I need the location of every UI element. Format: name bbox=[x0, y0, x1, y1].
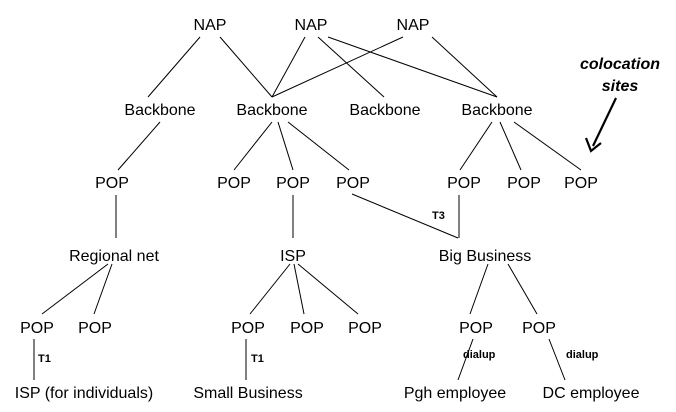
edge-isp-popi3 bbox=[297, 263, 359, 315]
node-labels: NAP NAP NAP Backbone Backbone Backbone B… bbox=[15, 17, 640, 402]
node-pop-r1: POP bbox=[20, 320, 54, 337]
annotation-line-1: colocation bbox=[580, 56, 660, 73]
node-backbone-2: Backbone bbox=[236, 102, 307, 119]
colocation-arrow bbox=[584, 97, 617, 153]
node-pgh-employee: Pgh employee bbox=[404, 385, 506, 402]
link-label-t3: T3 bbox=[432, 210, 445, 222]
node-pop-bb2: POP bbox=[522, 320, 556, 337]
node-backbone-4: Backbone bbox=[461, 102, 532, 119]
node-pop-r2: POP bbox=[78, 320, 112, 337]
link-label-t1-left: T1 bbox=[38, 353, 51, 365]
edge-popbb2-dc bbox=[548, 338, 566, 381]
edge-isp-popi2 bbox=[293, 263, 305, 315]
edge-popbb1-pgh bbox=[457, 338, 474, 381]
node-isp-individuals: ISP (for individuals) bbox=[15, 385, 153, 402]
node-pop-b3: POP bbox=[336, 175, 370, 192]
node-pop-b2: POP bbox=[276, 175, 310, 192]
edge-isp-popi1 bbox=[249, 263, 291, 315]
node-nap-1: NAP bbox=[194, 17, 227, 34]
edge-nap2-backbone3 bbox=[317, 36, 385, 98]
node-small-business: Small Business bbox=[193, 385, 302, 402]
node-nap-2: NAP bbox=[295, 17, 328, 34]
link-labels: T3 T1 T1 dialup dialup bbox=[38, 210, 599, 365]
edge-bigbusiness-popbb1 bbox=[469, 263, 489, 315]
edge-backbone2-popb3 bbox=[287, 121, 350, 171]
edge-nap1-backbone2 bbox=[219, 36, 273, 98]
node-pop-i1: POP bbox=[231, 320, 265, 337]
edges bbox=[33, 36, 582, 381]
annotation-line-2: sites bbox=[602, 78, 639, 95]
node-pop-bb1: POP bbox=[459, 320, 493, 337]
node-pop-d3: POP bbox=[564, 175, 598, 192]
edge-nap2-backbone4 bbox=[327, 36, 498, 98]
node-pop-d1: POP bbox=[447, 175, 481, 192]
node-big-business: Big Business bbox=[439, 248, 532, 265]
node-pop-b1: POP bbox=[217, 175, 251, 192]
edge-bigbusiness-popbb2 bbox=[507, 263, 538, 315]
node-nap-3: NAP bbox=[397, 17, 430, 34]
edge-popb3-bigbusiness bbox=[351, 193, 459, 239]
edge-backbone4-popd2 bbox=[499, 121, 522, 171]
edge-backbone4-popd3 bbox=[513, 121, 582, 171]
edge-regional-popr2 bbox=[93, 263, 113, 315]
node-regional-net: Regional net bbox=[69, 248, 159, 265]
edge-backbone2-popb1 bbox=[233, 121, 273, 171]
node-pop-i3: POP bbox=[348, 320, 382, 337]
edge-nap2-backbone2 bbox=[271, 36, 306, 98]
node-isp: ISP bbox=[280, 248, 306, 265]
edge-regional-popr1 bbox=[41, 263, 109, 315]
edge-backbone2-popb2 bbox=[277, 121, 294, 171]
link-label-dialup-right: dialup bbox=[566, 349, 599, 361]
link-label-dialup-left: dialup bbox=[463, 349, 496, 361]
node-backbone-3: Backbone bbox=[349, 102, 420, 119]
colocation-annotation: colocation sites bbox=[580, 56, 660, 95]
edge-backbone4-popd1 bbox=[459, 121, 493, 171]
node-pop-i2: POP bbox=[290, 320, 324, 337]
link-label-t1-middle: T1 bbox=[251, 353, 264, 365]
edge-nap3-backbone4 bbox=[431, 36, 498, 98]
node-backbone-1: Backbone bbox=[124, 102, 195, 119]
edge-backbone1-popa bbox=[117, 121, 161, 171]
edge-nap3-backbone2 bbox=[271, 36, 404, 98]
edge-nap1-backbone1 bbox=[147, 36, 201, 98]
node-pop-d2: POP bbox=[507, 175, 541, 192]
node-dc-employee: DC employee bbox=[543, 385, 640, 402]
node-pop-a: POP bbox=[95, 175, 129, 192]
